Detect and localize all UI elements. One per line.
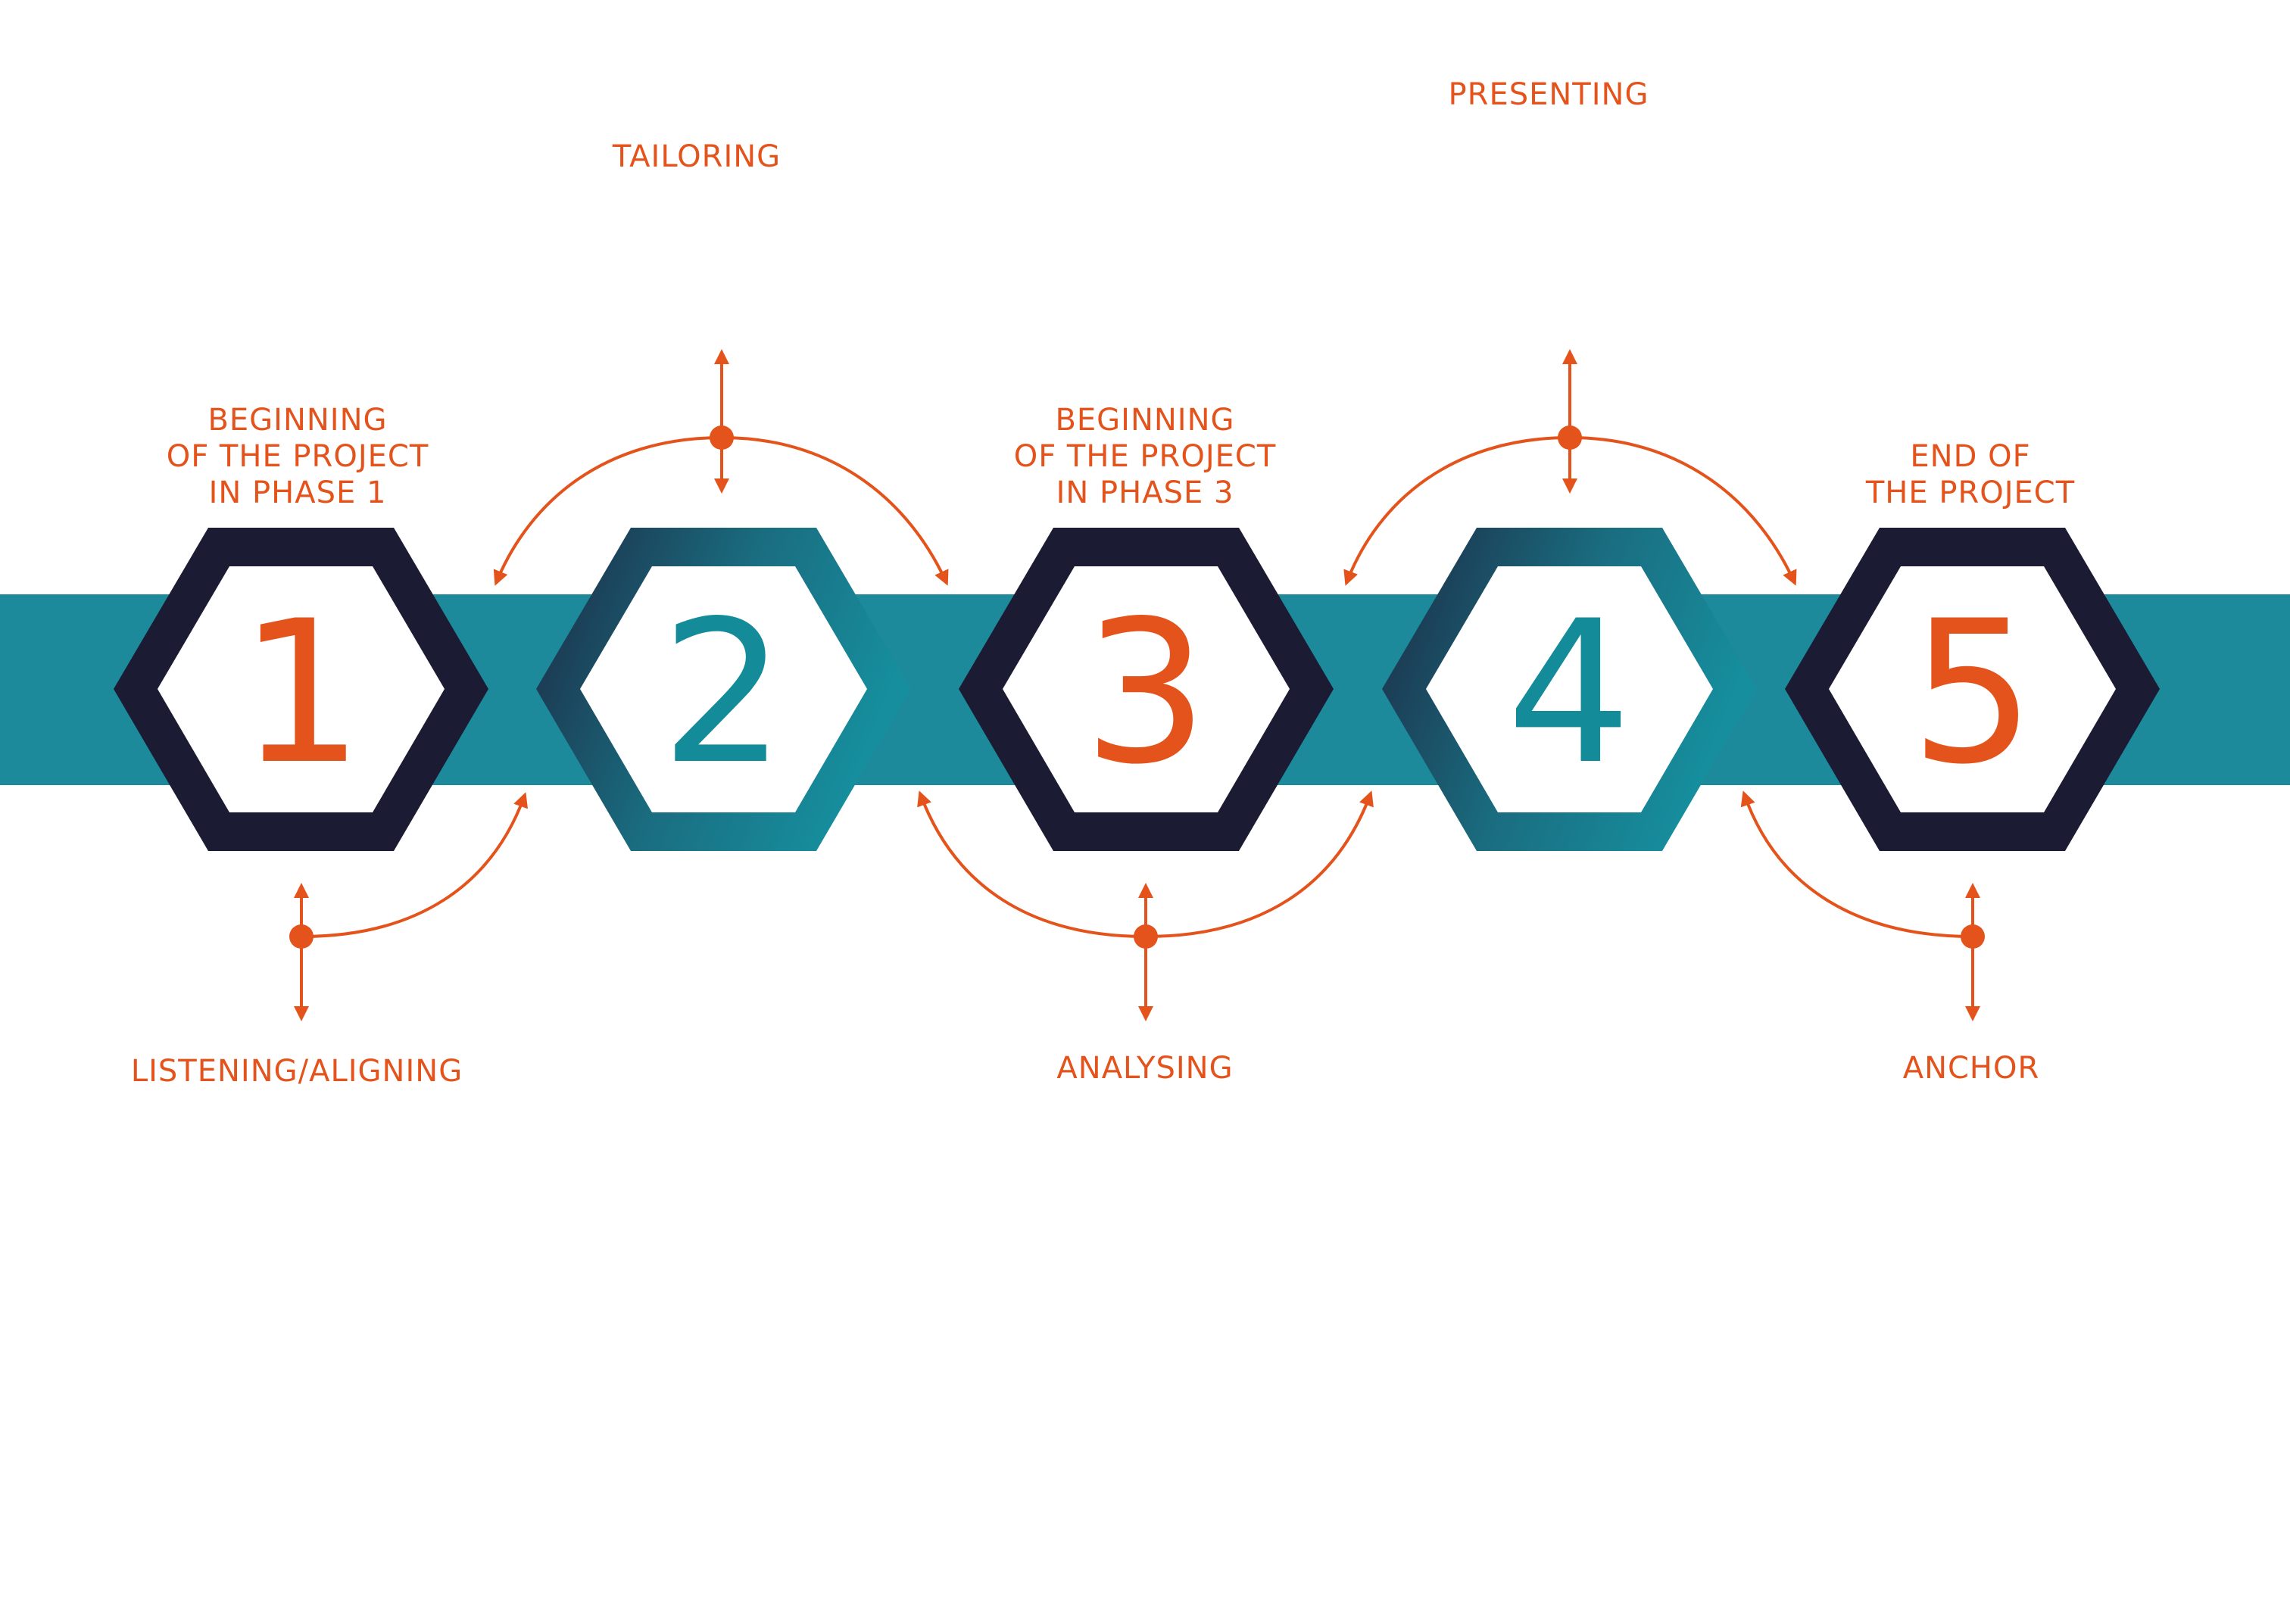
milestone-phase-3-label: BEGINNING OF THE PROJECT IN PHASE 3: [1014, 403, 1277, 510]
label-analysing: ANALYSING: [1056, 1051, 1233, 1086]
tailoring-node: [710, 425, 734, 450]
analysing-connector: [917, 790, 1374, 1021]
milestone-1-line-3: IN PHASE 1: [209, 475, 387, 510]
step-2-hexagon: 2: [536, 528, 911, 851]
step-3-hexagon: 3: [959, 528, 1334, 851]
anchor-node: [1961, 924, 1985, 949]
step-3-number: 3: [1083, 579, 1208, 808]
listening-node: [289, 924, 314, 949]
milestone-5-line-2: THE PROJECT: [1865, 475, 2075, 510]
presenting-node: [1558, 425, 1582, 450]
listening-connector: [289, 792, 529, 1021]
step-4-hexagon: 4: [1382, 528, 1757, 851]
milestone-1-line-1: BEGINNING: [207, 403, 387, 438]
step-1-number: 1: [239, 579, 363, 808]
step-1-hexagon: 1: [114, 528, 488, 851]
milestone-3-line-2: OF THE PROJECT: [1014, 439, 1277, 474]
label-presenting: PRESENTING: [1449, 77, 1649, 112]
milestone-3-line-1: BEGINNING: [1055, 403, 1234, 438]
step-5-number: 5: [1910, 579, 2035, 808]
anchor-connector: [1740, 790, 1985, 1021]
milestone-3-line-3: IN PHASE 3: [1056, 475, 1234, 510]
presenting-connector: [1343, 349, 1797, 586]
step-2-number: 2: [660, 579, 785, 808]
milestone-1-line-2: OF THE PROJECT: [167, 439, 429, 474]
tailoring-connector: [493, 349, 949, 586]
milestone-5-line-1: END OF: [1910, 439, 2030, 474]
label-listening-aligning: LISTENING/ALIGNING: [131, 1054, 463, 1089]
step-5-hexagon: 5: [1785, 528, 2160, 851]
step-4-number: 4: [1506, 579, 1631, 808]
milestone-end-label: END OF THE PROJECT: [1865, 439, 2075, 510]
milestone-phase-1-label: BEGINNING OF THE PROJECT IN PHASE 1: [167, 403, 429, 510]
label-anchor: ANCHOR: [1903, 1051, 2040, 1086]
analysing-node: [1134, 924, 1158, 949]
label-tailoring: TAILORING: [612, 139, 781, 174]
